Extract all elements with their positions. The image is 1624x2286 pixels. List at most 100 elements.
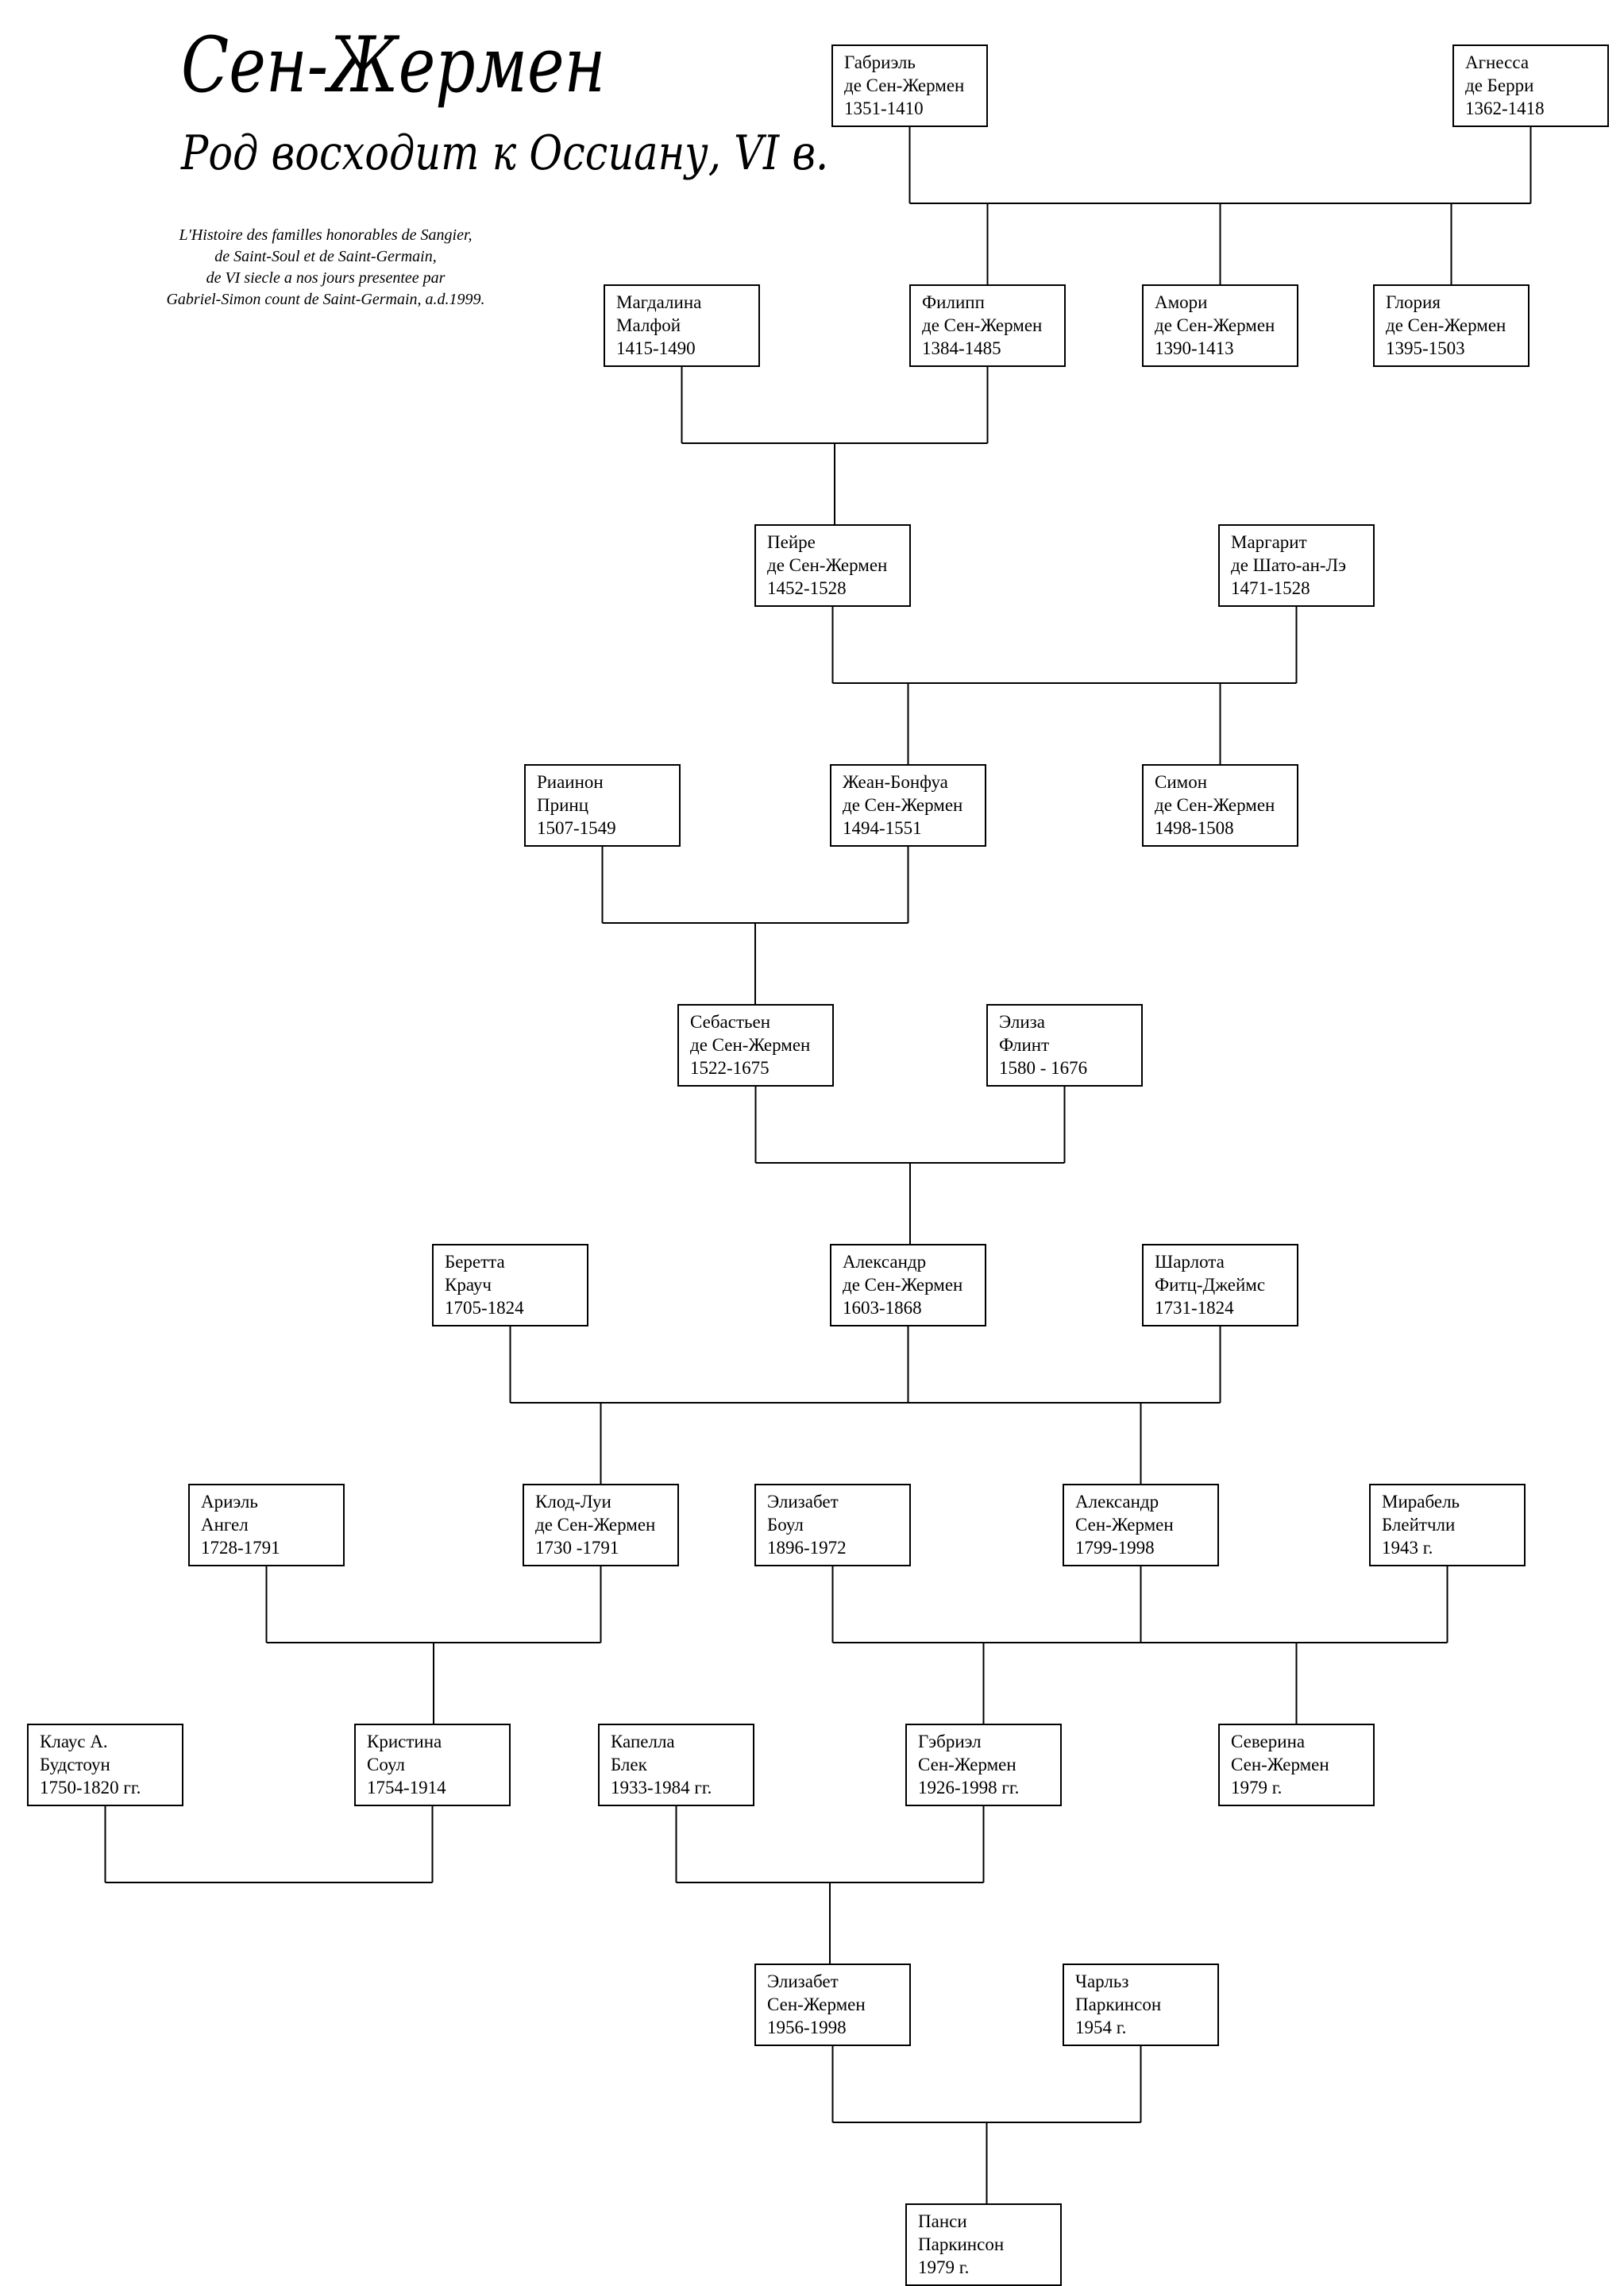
person-given-name: Магдалина: [616, 292, 702, 312]
person-given-name: Панси: [918, 2211, 967, 2231]
person-given-name: Жеан-Бонфуа: [843, 772, 948, 792]
person-given-name: Амори: [1155, 292, 1208, 312]
person-dates: 1507-1549: [537, 818, 616, 838]
person-given-name: Ариэль: [201, 1492, 258, 1512]
person-family-name: Боул: [767, 1515, 804, 1535]
person-given-name: Риаинон: [537, 772, 604, 792]
person-dates: 1705-1824: [445, 1298, 524, 1318]
person-dates: 1954 г.: [1075, 2018, 1127, 2037]
person-box-peire: Пейре де Сен-Жермен 1452-1528: [754, 524, 911, 607]
person-dates: 1896-1972: [767, 1538, 847, 1558]
person-dates: 1362-1418: [1465, 98, 1545, 118]
person-family-name: де Сен-Жермен: [843, 795, 963, 815]
person-given-name: Клаус А.: [40, 1732, 108, 1751]
person-family-name: де Сен-Жермен: [1155, 795, 1275, 815]
person-given-name: Элиза: [999, 1012, 1045, 1032]
person-dates: 1522-1675: [690, 1058, 770, 1078]
person-family-name: Принц: [537, 795, 589, 815]
person-family-name: Сен-Жермен: [918, 1755, 1016, 1774]
person-given-name: Северина: [1231, 1732, 1306, 1751]
person-family-name: Паркинсон: [1075, 1994, 1162, 2014]
person-dates: 1750-1820 гг.: [40, 1778, 141, 1798]
person-box-gabriel: Габриэль де Сен-Жермен 1351-1410: [831, 44, 988, 127]
person-family-name: де Сен-Жермен: [843, 1275, 963, 1295]
person-family-name: де Сен-Жермен: [844, 75, 965, 95]
person-family-name: де Сен-Жермен: [767, 555, 888, 575]
person-dates: 1351-1410: [844, 98, 924, 118]
person-box-sebastien: Себастьен де Сен-Жермен 1522-1675: [677, 1004, 834, 1087]
attribution-note: L'Histoire des familles honorables de Sa…: [111, 225, 540, 311]
person-family-name: Сен-Жермен: [1075, 1515, 1174, 1535]
person-given-name: Филипп: [922, 292, 985, 312]
person-family-name: Паркинсон: [918, 2234, 1005, 2254]
person-dates: 1415-1490: [616, 338, 696, 358]
person-given-name: Александр: [1075, 1492, 1159, 1512]
person-dates: 1979 г.: [918, 2257, 970, 2277]
person-given-name: Гэбриэл: [918, 1732, 982, 1751]
person-family-name: Флинт: [999, 1035, 1050, 1055]
person-family-name: Ангел: [201, 1515, 249, 1535]
person-dates: 1926-1998 гг.: [918, 1778, 1020, 1798]
person-dates: 1956-1998: [767, 2018, 847, 2037]
person-given-name: Клод-Луи: [535, 1492, 611, 1512]
note-line: L'Histoire des familles honorables de Sa…: [179, 226, 473, 244]
person-box-aleksandr1: Александр де Сен-Жермен 1603-1868: [830, 1244, 986, 1326]
person-dates: 1471-1528: [1231, 578, 1310, 598]
person-given-name: Пейре: [767, 532, 816, 552]
person-family-name: Сен-Жермен: [767, 1994, 866, 2014]
note-line: Gabriel-Simon count de Saint-Germain, a.…: [166, 291, 485, 308]
person-family-name: де Сен-Жермен: [690, 1035, 811, 1055]
person-dates: 1754-1914: [367, 1778, 446, 1798]
person-family-name: Сен-Жермен: [1231, 1755, 1329, 1774]
person-dates: 1390-1413: [1155, 338, 1234, 358]
person-dates: 1452-1528: [767, 578, 847, 598]
person-family-name: Фитц-Джеймс: [1155, 1275, 1266, 1295]
person-dates: 1728-1791: [201, 1538, 280, 1558]
person-dates: 1731-1824: [1155, 1298, 1234, 1318]
person-dates: 1933-1984 гг.: [611, 1778, 712, 1798]
note-line: de VI siecle a nos jours presentee par: [206, 269, 446, 287]
person-dates: 1730 -1791: [535, 1538, 619, 1558]
person-dates: 1498-1508: [1155, 818, 1234, 838]
person-given-name: Кристина: [367, 1732, 442, 1751]
person-family-name: Крауч: [445, 1275, 492, 1295]
person-box-klod: Клод-Луи де Сен-Жермен 1730 -1791: [523, 1484, 679, 1566]
person-box-simon: Симон де Сен-Жермен 1498-1508: [1142, 764, 1298, 847]
person-given-name: Александр: [843, 1252, 927, 1272]
person-family-name: Малфой: [616, 315, 681, 335]
person-family-name: де Сен-Жермен: [535, 1515, 656, 1535]
person-given-name: Шарлота: [1155, 1252, 1225, 1272]
person-dates: 1395-1503: [1386, 338, 1465, 358]
person-given-name: Симон: [1155, 772, 1208, 792]
person-family-name: Блейтчли: [1382, 1515, 1456, 1535]
person-dates: 1943 г.: [1382, 1538, 1433, 1558]
person-given-name: Габриэль: [844, 52, 916, 72]
person-given-name: Мирабель: [1382, 1492, 1460, 1512]
page-subtitle: Род восходит к Оссиану, VI в.: [181, 125, 829, 181]
person-family-name: де Сен-Жермен: [922, 315, 1043, 335]
person-given-name: Глория: [1386, 292, 1441, 312]
person-given-name: Себастьен: [690, 1012, 771, 1032]
person-dates: 1603-1868: [843, 1298, 922, 1318]
person-dates: 1580 - 1676: [999, 1058, 1088, 1078]
person-given-name: Беретта: [445, 1252, 505, 1272]
